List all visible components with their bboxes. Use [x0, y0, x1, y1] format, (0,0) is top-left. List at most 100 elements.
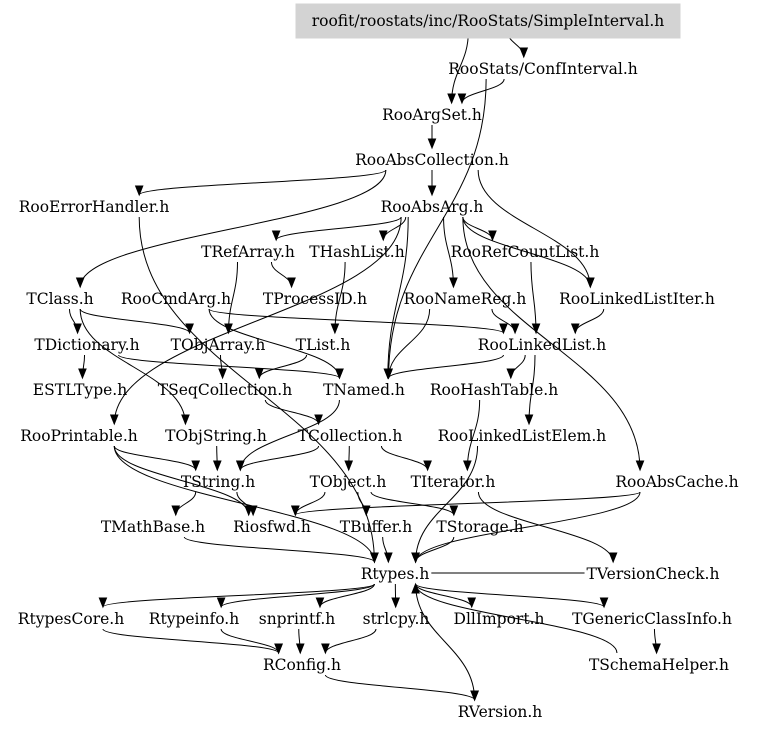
node-tstring[interactable]: TString.h [181, 473, 255, 491]
node-tclass[interactable]: TClass.h [26, 290, 93, 308]
node-tbuffer[interactable]: TBuffer.h [340, 518, 413, 536]
node-rooabsarg[interactable]: RooAbsArg.h [381, 198, 484, 216]
node-rtypes[interactable]: Rtypes.h [361, 565, 430, 583]
edge-confinterval-to-rooargset [461, 78, 505, 104]
arrowhead-trefarray-to-tprocessid [287, 277, 296, 289]
edge-rooabscollection-to-roolinkedlistiter [477, 169, 591, 288]
node-dllimport[interactable]: DllImport.h [454, 610, 545, 628]
node-roohashtable[interactable]: RooHashTable.h [430, 381, 558, 399]
arrowhead-root-to-confinterval [519, 47, 529, 59]
arrowhead-tdictionary-to-tnamed [335, 368, 344, 380]
arrowhead-rtypeinfo-to-rconfig [274, 643, 283, 655]
arrowhead-rooargset-to-rooabscollection [427, 138, 437, 150]
arrowhead-roolinkedlistiter-to-roolinkedlist [570, 323, 580, 335]
node-riosfwd[interactable]: Riosfwd.h [233, 518, 311, 536]
arrowhead-rooabscollection-to-rooerrorhandler [134, 185, 144, 197]
arrowhead-tstring-to-riosfwd [248, 505, 258, 517]
node-roolinkedlistelem[interactable]: RooLinkedListElem.h [438, 427, 607, 445]
node-tobjstring[interactable]: TObjString.h [165, 427, 267, 445]
arrowhead-tobject-to-tbuffer [361, 505, 371, 517]
edge-roolinkedlist-to-roohashtable [510, 354, 526, 379]
edge-rooabsarg-to-roolinkedlistiter [462, 216, 591, 288]
arrowhead-rooabsarg-to-thashlist [378, 230, 388, 242]
edge-tclass-to-tobjarray [79, 308, 191, 334]
node-estltype[interactable]: ESTLType.h [33, 381, 127, 399]
node-tobject[interactable]: TObject.h [310, 473, 387, 491]
arrowhead-tobjstring-to-tstring [212, 460, 222, 472]
arrowhead-thashlist-to-tlist [330, 323, 340, 335]
edge-tdictionary-to-tnamed [118, 354, 340, 379]
node-rooabscollection[interactable]: RooAbsCollection.h [355, 151, 509, 169]
node-rooprintable[interactable]: RooPrintable.h [20, 427, 138, 445]
edge-roolinkedlistiter-to-roolinkedlist [574, 308, 605, 334]
arrowhead-rconfig-to-rversion [470, 690, 479, 702]
node-rtypeinfo[interactable]: Rtypeinfo.h [149, 610, 239, 628]
arrowhead-strlcpy-to-rconfig [321, 643, 330, 655]
edge-rtypescore-to-rconfig [102, 628, 280, 654]
node-tstorage[interactable]: TStorage.h [436, 518, 523, 536]
node-confinterval[interactable]: RooStats/ConfInterval.h [448, 60, 638, 78]
edge-tstorage-to-rtypes [415, 536, 455, 563]
edge-tschemahelper-to-rtypes [415, 583, 618, 654]
node-tmathbase[interactable]: TMathBase.h [101, 518, 205, 536]
node-rversion[interactable]: RVersion.h [458, 703, 543, 721]
node-tprocessid[interactable]: TProcessID.h [263, 290, 367, 308]
root-node[interactable]: roofit/roostats/inc/RooStats/SimpleInter… [312, 12, 665, 30]
edge-rtypes-to-tgenericclassinfo [415, 583, 605, 608]
node-tnamed[interactable]: TNamed.h [323, 381, 405, 399]
edge-rooprintable-to-tstring [113, 445, 197, 471]
arrowhead-rooabsarg-to-roorefcountlist [488, 230, 497, 242]
arrowhead-rooabscollection-to-tclass [75, 277, 85, 289]
edge-tstring-to-tmathbase [175, 491, 197, 516]
edge-tobject-to-tstorage [370, 491, 455, 516]
node-rooabscache[interactable]: RooAbsCache.h [615, 473, 738, 491]
node-rooerrorhandler[interactable]: RooErrorHandler.h [19, 198, 170, 216]
root-node-box [295, 3, 681, 39]
node-tseqcollection[interactable]: TSeqCollection.h [158, 381, 292, 399]
arrowhead-roonamereg-to-roolinkedlist [510, 323, 520, 335]
arrowhead-roolinkedlist-to-roolinkedlistelem [524, 414, 534, 426]
edge-trefarray-to-tprocessid [270, 261, 293, 288]
edge-rtypes-to-rversion [415, 583, 476, 701]
node-rconfig[interactable]: RConfig.h [263, 656, 341, 674]
edge-rooabsarg-to-roorefcountlist [462, 216, 493, 241]
node-trefarray[interactable]: TRefArray.h [201, 243, 295, 261]
node-tdictionary[interactable]: TDictionary.h [34, 336, 139, 354]
node-snprintf[interactable]: snprintf.h [259, 610, 336, 628]
arrowhead-tobject-to-tstorage [449, 505, 459, 517]
arrowhead-roolinkedlist-to-tnamed [384, 368, 393, 380]
node-roolinkedlist[interactable]: RooLinkedList.h [478, 336, 606, 354]
arrowhead-tstring-to-tmathbase [171, 505, 181, 517]
node-tcollection[interactable]: TCollection.h [298, 427, 403, 445]
edge-tmathbase-to-rtypes [183, 536, 375, 563]
arrowhead-rooabsarg-to-rooprintable [109, 414, 119, 426]
node-titerator[interactable]: TIterator.h [411, 473, 496, 491]
edge-tnamed-to-tstring [239, 399, 340, 471]
node-thashlist[interactable]: THashList.h [309, 243, 404, 261]
node-roocmdarg[interactable]: RooCmdArg.h [121, 290, 231, 308]
node-tobjarray[interactable]: TObjArray.h [171, 336, 266, 354]
nodes-layer: RooStats/ConfInterval.hRooArgSet.hRooAbs… [18, 60, 739, 721]
edge-rooabscollection-to-rooerrorhandler [138, 169, 387, 196]
arrowhead-confinterval-to-rooargset [457, 93, 467, 105]
edge-roolinkedlist-to-tnamed [388, 354, 504, 379]
arrowhead-rooabscache-to-riosfwd [290, 505, 300, 517]
arrowhead-tclass-to-tobjarray [185, 323, 194, 335]
node-tschemahelper[interactable]: TSchemaHelper.h [589, 656, 729, 674]
edge-rooprintable-to-riosfwd [113, 445, 250, 516]
node-roolinkedlistiter[interactable]: RooLinkedListIter.h [559, 290, 715, 308]
node-rooargset[interactable]: RooArgSet.h [382, 106, 482, 124]
edge-strlcpy-to-rconfig [324, 628, 377, 654]
node-tversioncheck[interactable]: TVersionCheck.h [587, 565, 720, 583]
node-rtypescore[interactable]: RtypesCore.h [18, 610, 124, 628]
edge-rooabscollection-to-tclass [79, 169, 387, 288]
node-tgenericclassinfo[interactable]: TGenericClassInfo.h [572, 610, 732, 628]
edge-rtypes-to-dllimport [415, 583, 473, 608]
node-tlist[interactable]: TList.h [296, 336, 351, 354]
node-roorefcountlist[interactable]: RooRefCountList.h [451, 243, 600, 261]
node-roonamereg[interactable]: RooNameReg.h [404, 290, 527, 308]
node-strlcpy[interactable]: strlcpy.h [363, 610, 430, 628]
arrowhead-tlist-to-tseqcollection [254, 368, 264, 380]
arrowhead-rtypes-to-rtypeinfo [216, 597, 226, 609]
edge-tstring-to-riosfwd [236, 491, 254, 516]
